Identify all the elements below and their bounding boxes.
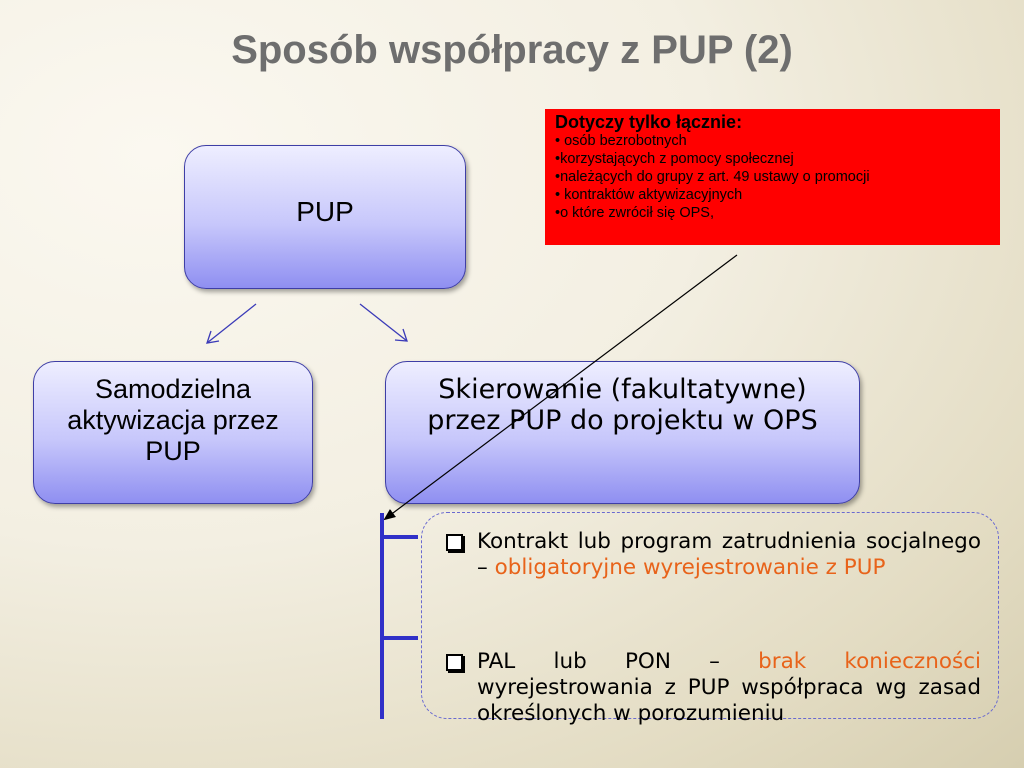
option-text: PAL lub PON –: [477, 649, 759, 674]
option-item: PAL lub PON – brak konieczności wyrejest…: [446, 649, 981, 727]
option-item: Kontrakt lub program zatrudnienia socjal…: [446, 529, 981, 581]
checkbox-bullet-icon: [446, 534, 463, 551]
option-highlight: brak konieczności: [758, 649, 981, 674]
checkbox-bullet-icon: [446, 654, 463, 671]
self-activation-box: Samodzielna aktywizacja przez PUP: [33, 361, 313, 504]
conditions-note: Dotyczy tylko łącznie: • osób bezrobotny…: [545, 109, 1000, 245]
condition-line: •należących do grupy z art. 49 ustawy o …: [555, 169, 870, 185]
condition-line: •korzystających z pomocy społecznej: [555, 151, 794, 167]
referral-label: Skierowanie (fakultatywne) przez PUP do …: [427, 374, 818, 436]
option-highlight: obligatoryjne wyrejestrowanie z PUP: [494, 555, 886, 580]
option-rest: wyrejestrowania z PUP współpraca wg zasa…: [477, 675, 981, 726]
pup-box: PUP: [184, 145, 466, 289]
condition-line: • osób bezrobotnych: [555, 133, 687, 149]
condition-line: •o które zwrócił się OPS,: [555, 205, 714, 221]
note-pointer-arrow: [383, 254, 738, 521]
pup-box-label: PUP: [296, 196, 354, 227]
arrow-to-referral: [359, 303, 408, 342]
self-activation-label: Samodzielna aktywizacja przez PUP: [67, 374, 279, 466]
arrow-to-self-activation: [206, 303, 257, 344]
option-text: Kontrakt lub program zatrudnienia socjal…: [477, 529, 981, 580]
referral-box: Skierowanie (fakultatywne) przez PUP do …: [385, 361, 860, 504]
condition-line: • kontraktów aktywizacyjnych: [555, 187, 743, 203]
options-bracket: [380, 513, 418, 719]
conditions-heading: Dotyczy tylko łącznie:: [555, 112, 743, 132]
options-panel: Kontrakt lub program zatrudnienia socjal…: [421, 512, 999, 726]
slide-title: Sposób współpracy z PUP (2): [231, 28, 793, 72]
